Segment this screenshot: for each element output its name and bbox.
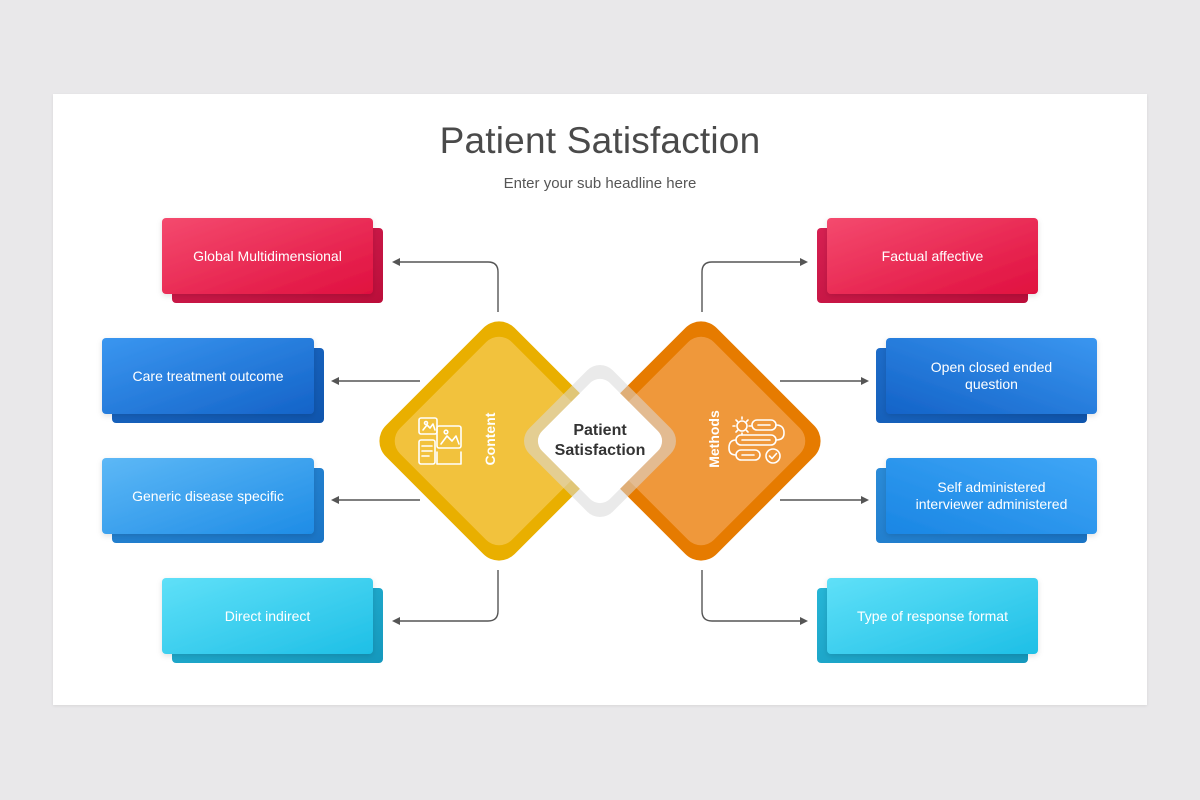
right-box-1: Factual affective	[827, 218, 1038, 294]
arrowhead	[800, 258, 808, 266]
content-images-icon	[418, 417, 462, 465]
box-front	[886, 338, 1097, 414]
right-connectors	[701, 261, 864, 622]
box-front	[886, 458, 1097, 534]
right-box-label: Open closed ended question	[930, 359, 1053, 392]
connector-line	[398, 261, 499, 312]
connector-line	[398, 570, 499, 622]
arrowhead	[861, 496, 869, 504]
content-hub-label: Content	[482, 412, 498, 466]
box-front	[827, 578, 1038, 654]
left-box-label: Care treatment outcome	[132, 367, 284, 384]
right-box-3: Self administered interviewer administer…	[886, 458, 1097, 534]
left-box-label: Global Multidimensional	[193, 247, 342, 264]
connector-line	[701, 570, 802, 622]
arrowhead	[800, 617, 808, 625]
arrowhead	[331, 377, 339, 385]
workflow-gear-icon	[728, 416, 785, 464]
right-arrowheads	[800, 258, 869, 625]
left-box-3: Generic disease specific	[102, 458, 314, 534]
left-connectors	[336, 261, 499, 622]
left-box-1: Global Multidimensional	[162, 218, 373, 294]
box-front	[102, 338, 314, 414]
methods-diamond	[581, 321, 821, 561]
arrowhead	[861, 377, 869, 385]
center-hub-label: Patient Satisfaction	[554, 422, 646, 459]
page-title: Patient Satisfaction	[439, 120, 761, 161]
box-front	[827, 218, 1038, 294]
left-box-label: Direct indirect	[224, 607, 311, 624]
right-box-4: Type of response format	[827, 578, 1038, 654]
page-subtitle: Enter your sub headline here	[503, 175, 697, 192]
arrowhead	[392, 617, 400, 625]
methods-hub-label: Methods	[706, 410, 722, 468]
left-box-2: Care treatment outcome	[102, 338, 314, 414]
box-front	[162, 218, 373, 294]
left-box-4: Direct indirect	[162, 578, 373, 654]
arrowhead	[331, 496, 339, 504]
box-front	[162, 578, 373, 654]
center-diamond	[524, 365, 676, 517]
content-diamond	[379, 321, 619, 561]
right-box-label: Type of response format	[857, 607, 1008, 624]
left-arrowheads	[331, 258, 400, 625]
left-box-label: Generic disease specific	[132, 487, 284, 504]
right-box-label: Self administered interviewer administer…	[915, 479, 1068, 512]
connector-line	[701, 261, 802, 312]
box-front	[102, 458, 314, 534]
arrowhead	[392, 258, 400, 266]
right-box-2: Open closed ended question	[886, 338, 1097, 414]
right-box-label: Factual affective	[881, 247, 984, 264]
